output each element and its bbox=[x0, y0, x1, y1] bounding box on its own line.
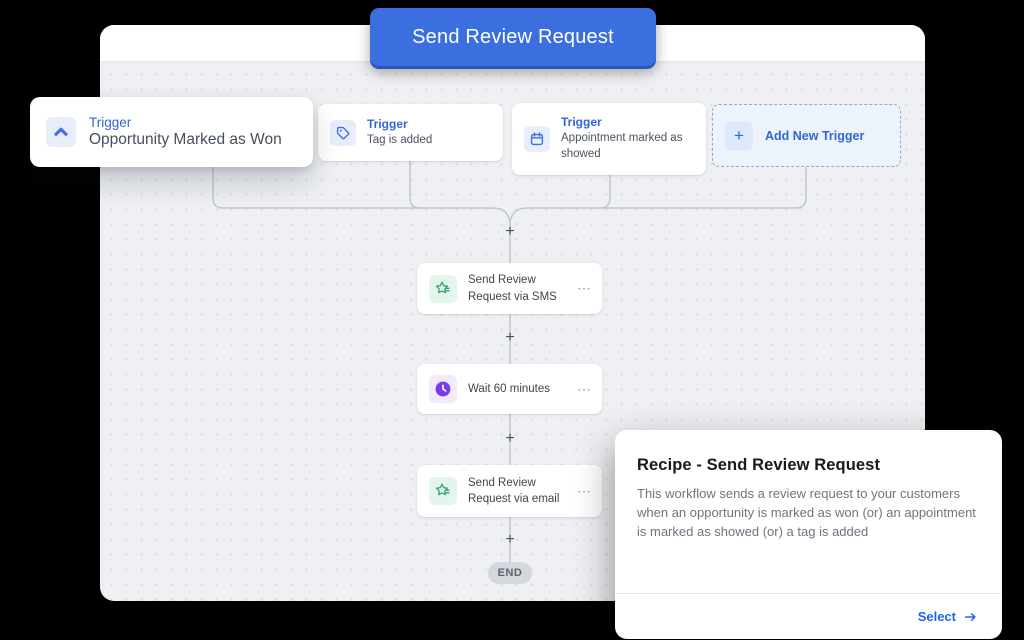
trigger-title: Tag is added bbox=[367, 133, 433, 146]
workflow-title: Send Review Request bbox=[412, 25, 614, 48]
recipe-info-card: Recipe - Send Review Request This workfl… bbox=[615, 430, 1002, 639]
add-new-trigger-label: Add New Trigger bbox=[765, 128, 865, 143]
add-new-trigger-button[interactable]: + Add New Trigger bbox=[712, 104, 901, 167]
plus-icon: + bbox=[505, 430, 515, 447]
chevron-up-icon bbox=[46, 117, 76, 147]
step-title: Send Review Request via email bbox=[468, 476, 560, 505]
step-card-send-email[interactable]: Send Review Request via email ⋯ bbox=[417, 465, 602, 517]
tag-icon bbox=[330, 119, 356, 146]
end-node: END bbox=[488, 562, 532, 584]
recipe-footer: Select bbox=[615, 593, 1002, 639]
plus-icon: + bbox=[505, 329, 515, 346]
trigger-kind-label: Trigger bbox=[89, 115, 132, 130]
recipe-description: This workflow sends a review request to … bbox=[637, 486, 976, 540]
workflow-title-banner: Send Review Request bbox=[370, 8, 656, 66]
trigger-card-opportunity-won[interactable]: Trigger Opportunity Marked as Won bbox=[30, 97, 313, 167]
select-label: Select bbox=[917, 609, 956, 624]
add-step-node-3[interactable]: + bbox=[501, 430, 519, 448]
trigger-title: Appointment marked as showed bbox=[561, 132, 683, 160]
add-step-node-1[interactable]: + bbox=[501, 223, 519, 241]
plus-icon: + bbox=[725, 121, 753, 150]
trigger-kind-label: Trigger bbox=[367, 116, 408, 131]
step-card-wait[interactable]: Wait 60 minutes ⋯ bbox=[417, 364, 602, 414]
review-star-icon bbox=[429, 274, 457, 303]
plus-glyph: + bbox=[734, 125, 744, 145]
end-label: END bbox=[497, 567, 523, 579]
recipe-title: Recipe - Send Review Request bbox=[637, 456, 881, 474]
select-recipe-button[interactable]: Select bbox=[918, 609, 978, 624]
calendar-icon bbox=[524, 126, 550, 152]
step-menu-button[interactable]: ⋯ bbox=[577, 482, 592, 499]
add-step-node-2[interactable]: + bbox=[501, 329, 519, 347]
trigger-kind-label: Trigger bbox=[561, 115, 602, 130]
clock-icon bbox=[429, 375, 457, 403]
plus-icon: + bbox=[505, 531, 515, 548]
step-menu-button[interactable]: ⋯ bbox=[577, 280, 592, 296]
step-menu-button[interactable]: ⋯ bbox=[577, 380, 592, 397]
plus-icon: + bbox=[505, 223, 515, 240]
step-title: Wait 60 minutes bbox=[468, 382, 551, 395]
arrow-right-icon bbox=[964, 612, 976, 621]
add-step-node-4[interactable]: + bbox=[501, 531, 519, 549]
review-star-icon bbox=[429, 477, 457, 505]
step-title: Send Review Request via SMS bbox=[468, 274, 557, 303]
trigger-title: Opportunity Marked as Won bbox=[89, 131, 282, 148]
trigger-card-tag-added[interactable]: Trigger Tag is added bbox=[318, 104, 503, 161]
trigger-card-appointment-showed[interactable]: Trigger Appointment marked as showed bbox=[512, 103, 706, 175]
step-card-send-sms[interactable]: Send Review Request via SMS ⋯ bbox=[417, 263, 602, 314]
